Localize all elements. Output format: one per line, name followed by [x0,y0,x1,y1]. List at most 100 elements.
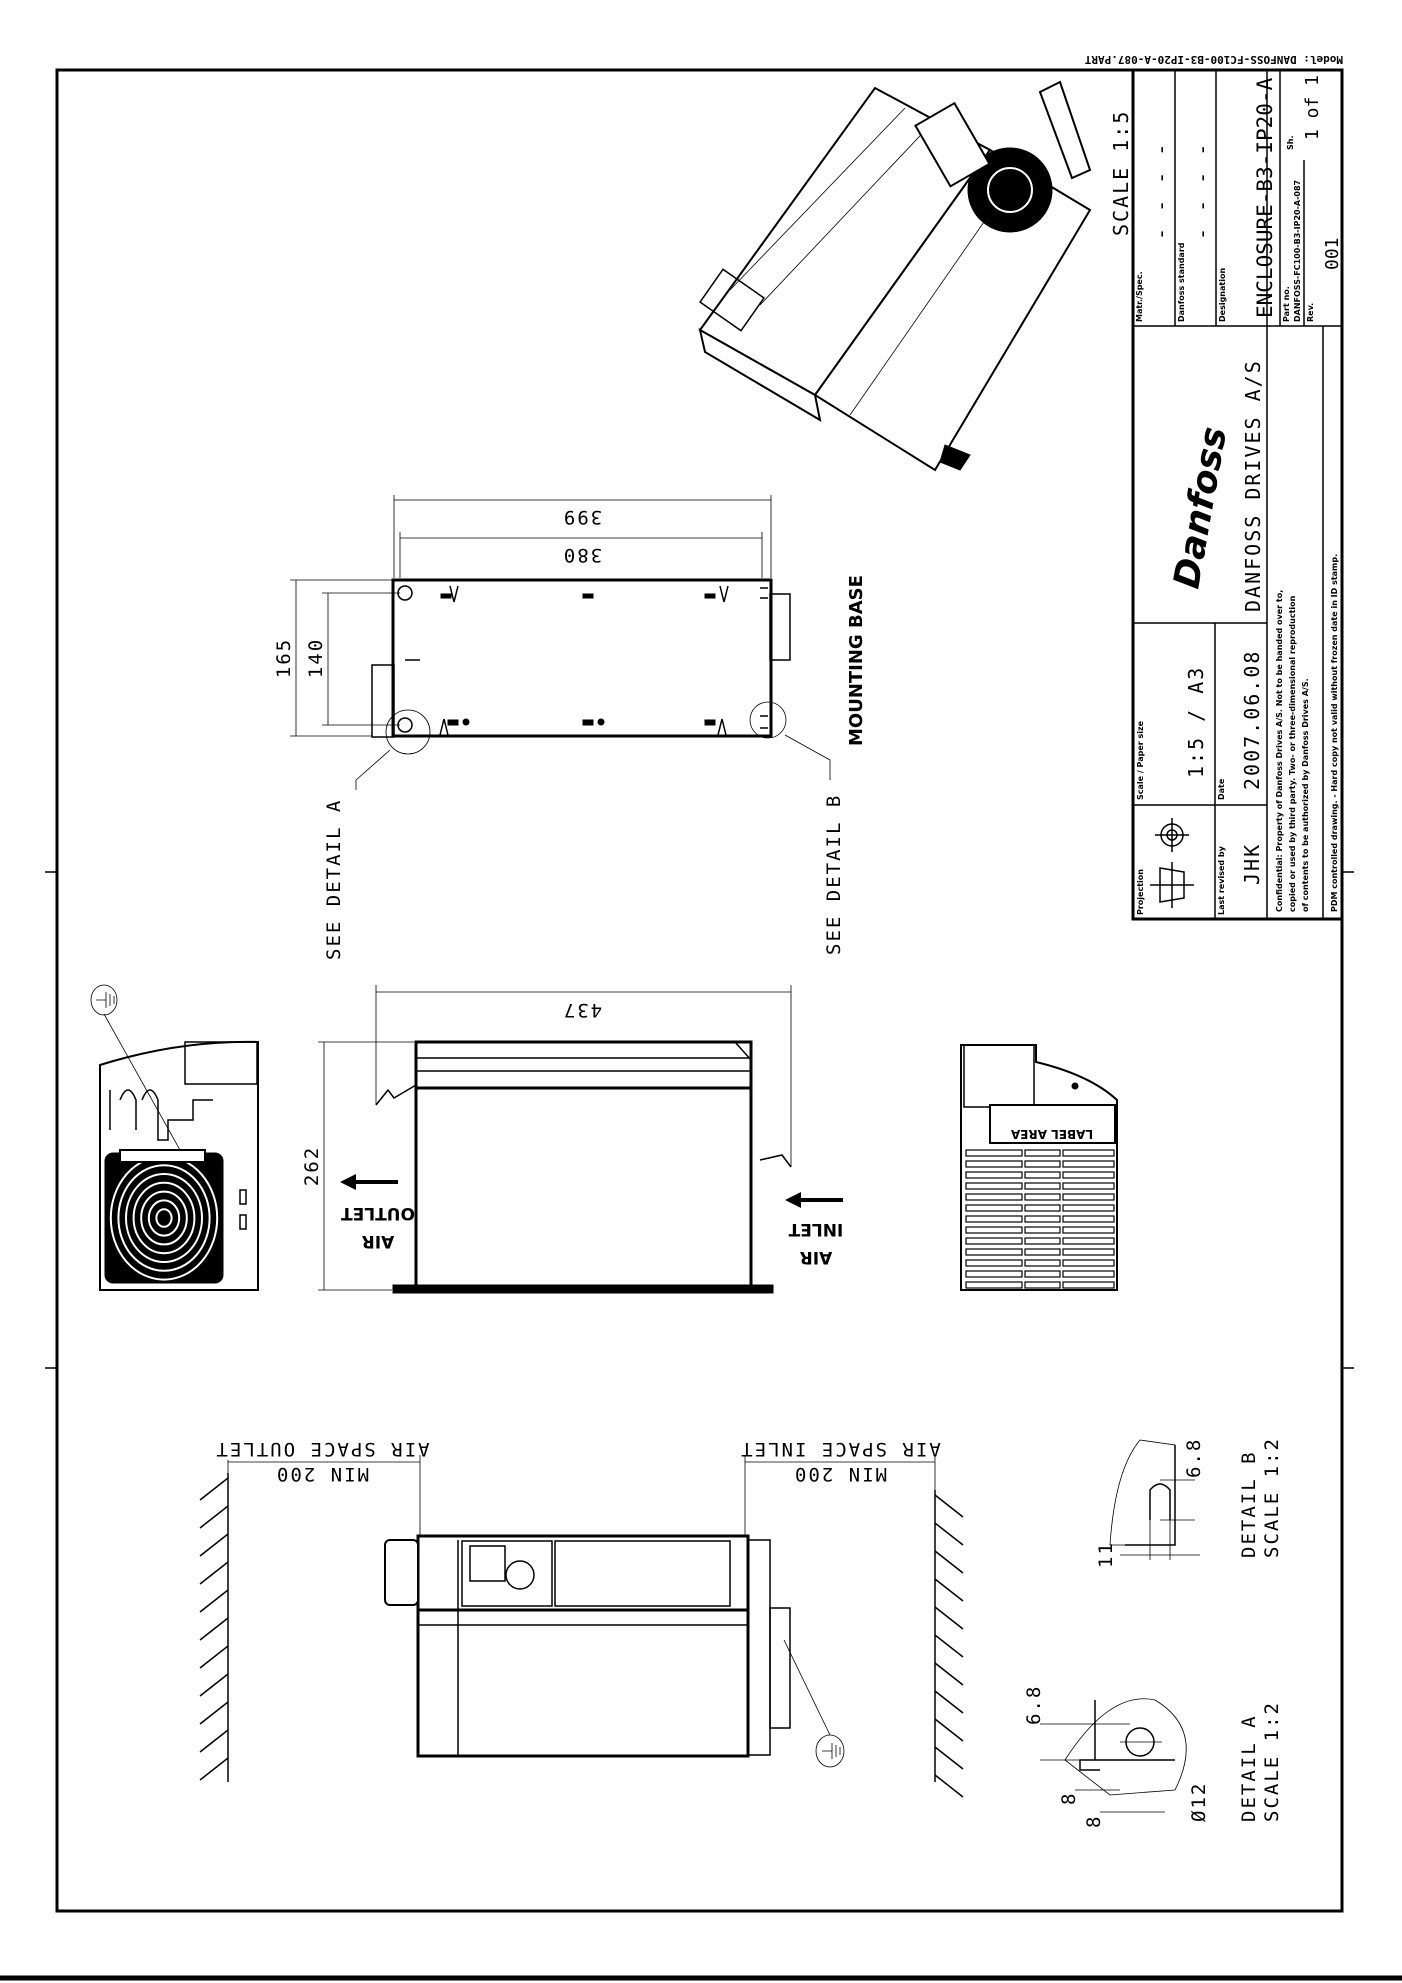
company-name: DANFOSS DRIVES A/S [1241,359,1265,612]
wall-hatch [934,1718,964,1742]
vent-slot [1024,1248,1061,1256]
wall-hatch [199,1645,229,1669]
detail-a-title: DETAIL A [1238,1714,1260,1822]
vent-slot [965,1270,1023,1278]
dim-140: 140 [305,638,327,678]
air-inlet-label-line1: AIR [800,1247,833,1267]
air-inlet-arrow-icon [785,1192,843,1208]
iso-fan [967,147,1053,233]
wall-hatch [934,1522,964,1546]
fan-ring [125,1173,203,1263]
vent-slot [1024,1237,1061,1245]
projection-label: Projection [1136,869,1145,915]
detail-b-dim-6-8: 6.8 [1183,1438,1205,1478]
wall-hatch [199,1561,229,1585]
confidential-line-1: Confidential: Property of Danfoss Drives… [1275,590,1284,912]
rev-label: Rev. [1306,303,1315,322]
wall-hatch [199,1729,229,1753]
sheet-label: Sh. [1286,136,1295,151]
date-label: Date [1217,778,1226,800]
fan-ring [147,1199,181,1237]
vent-slot [1024,1259,1061,1267]
vent-slot [965,1226,1023,1234]
detail-a-dim-8-1: 8 [1058,1792,1080,1805]
vent-slot [1062,1204,1115,1212]
wall-hatch [199,1589,229,1613]
vent-slot [965,1171,1023,1179]
dim-262: 262 [301,1146,323,1186]
iso-keypad [699,268,765,332]
date-value: 2007.06.08 [1240,650,1264,790]
vent-slot [1062,1226,1115,1234]
air-space-inlet-label: AIR SPACE INLET [739,1438,941,1460]
fan-ring [155,1208,173,1228]
wall-hatch [199,1505,229,1529]
vent-slot [965,1237,1023,1245]
vent-slot [1024,1204,1061,1212]
mounting-base-title: MOUNTING BASE [846,575,867,746]
iso-scale-label: SCALE 1:5 [1109,110,1133,236]
detail-a-dim-8-2: 8 [1083,1815,1105,1828]
detail-a-leader [355,749,391,790]
clearance-walls [199,1455,964,1798]
revised-by-label: Last revised by [1217,845,1226,915]
vent-slot [1062,1193,1115,1201]
vent-slot [1024,1171,1061,1179]
vent-slot [965,1204,1023,1212]
vent-slot [965,1248,1023,1256]
pdm-note: PDM controlled drawing. - Hard copy not … [1330,554,1339,912]
fan-ring [140,1190,188,1246]
vent-slot [1024,1215,1061,1223]
wall-hatch [934,1774,964,1798]
matr-spec-label: Matr./Spec. [1135,271,1144,322]
min-200-inlet: MIN 200 [793,1463,887,1485]
wall-hatch [934,1662,964,1686]
title-block [1131,68,1344,921]
lcp-display [469,1545,506,1582]
danfoss-standard-value: - - - - [1190,142,1214,240]
detail-b-leader [784,734,831,780]
vent-slot [1024,1160,1061,1168]
vent-slot [965,1160,1023,1168]
vent-slot [1024,1281,1061,1289]
vent-slot [1062,1182,1115,1190]
air-space-outlet-label: AIR SPACE OUTLET [214,1438,429,1460]
wall-hatch [199,1617,229,1641]
air-outlet-arrow-icon [340,1174,398,1190]
vent-slot [1062,1160,1115,1168]
air-inlet-label-line2: INLET [788,1219,843,1239]
detail-b-title: DETAIL B [1238,1450,1260,1558]
danfoss-logo: Danfoss [1166,424,1235,592]
wall-hatch [934,1494,964,1518]
vent-slot [1024,1226,1061,1234]
vent-slot [965,1149,1023,1157]
model-filename: Model: DANFOSS-FC100-B3-IP20-A-087.PART [1084,53,1343,66]
vent-slot [1062,1270,1115,1278]
vent-slot [965,1281,1023,1289]
air-outlet-label-line1: AIR [362,1231,395,1251]
scale-value: 1:5 / A3 [1184,666,1208,778]
confidential-line-3: of contents to be authorized by Danfoss … [1301,678,1310,912]
wall-hatch [934,1690,964,1714]
min-200-outlet: MIN 200 [275,1463,369,1485]
vent-slot [1024,1182,1061,1190]
part-no-value: DANFOSS-FC100-B3-IP20-A-087 [1293,180,1302,322]
vent-slot [1024,1193,1061,1201]
vent-slot [1062,1215,1115,1223]
wall-hatch [199,1701,229,1725]
vent-slot [1062,1248,1115,1256]
confidential-line-2: copied or used by third party. Two- or t… [1288,595,1297,912]
dim-165: 165 [273,638,295,678]
wall-hatch [199,1757,229,1781]
detail-a-circle [385,709,431,755]
detail-a-dim-6-8: 6.8 [1023,1685,1045,1725]
ground-symbol-icon [815,1734,845,1768]
vent-slot [1062,1281,1115,1289]
vent-slot [1024,1270,1061,1278]
projection-symbol-icon [1150,818,1194,908]
vent-slot [1062,1149,1115,1157]
dim-399: 399 [562,506,602,528]
vent-slot [1062,1171,1115,1179]
danfoss-standard-label: Danfoss standard [1177,242,1186,322]
